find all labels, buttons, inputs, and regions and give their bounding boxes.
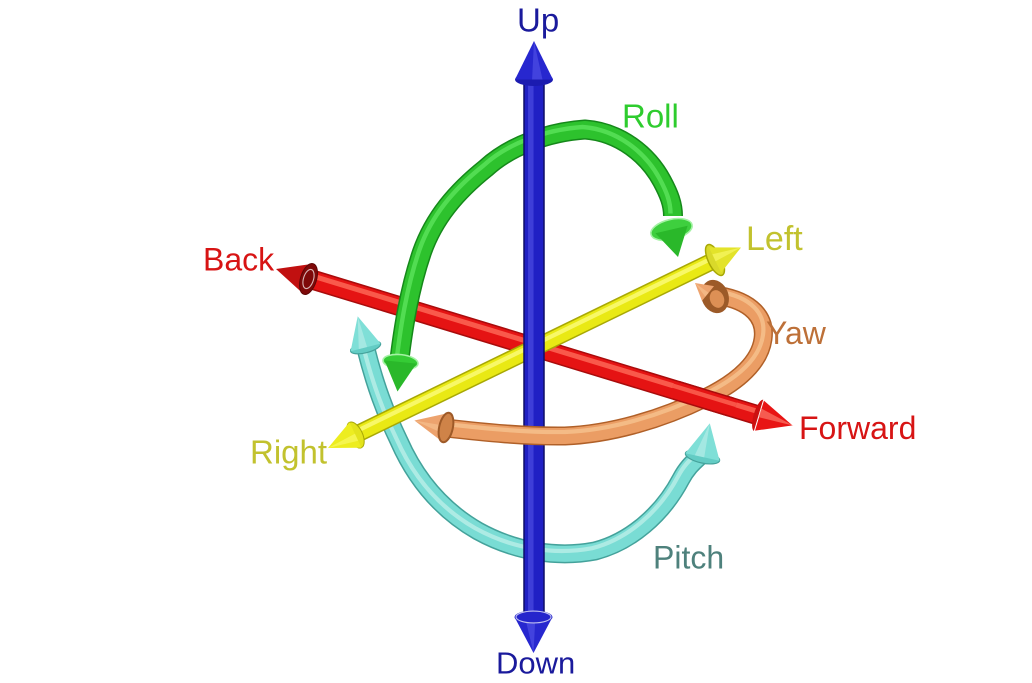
- svg-text:Pitch: Pitch: [653, 540, 724, 576]
- svg-text:Forward: Forward: [799, 410, 916, 446]
- svg-text:Down: Down: [496, 646, 575, 681]
- svg-text:Up: Up: [517, 2, 559, 39]
- svg-text:Right: Right: [250, 434, 327, 471]
- svg-text:Roll: Roll: [622, 98, 679, 135]
- svg-text:Yaw: Yaw: [766, 315, 827, 351]
- svg-text:Back: Back: [203, 242, 275, 278]
- svg-text:Left: Left: [746, 220, 803, 258]
